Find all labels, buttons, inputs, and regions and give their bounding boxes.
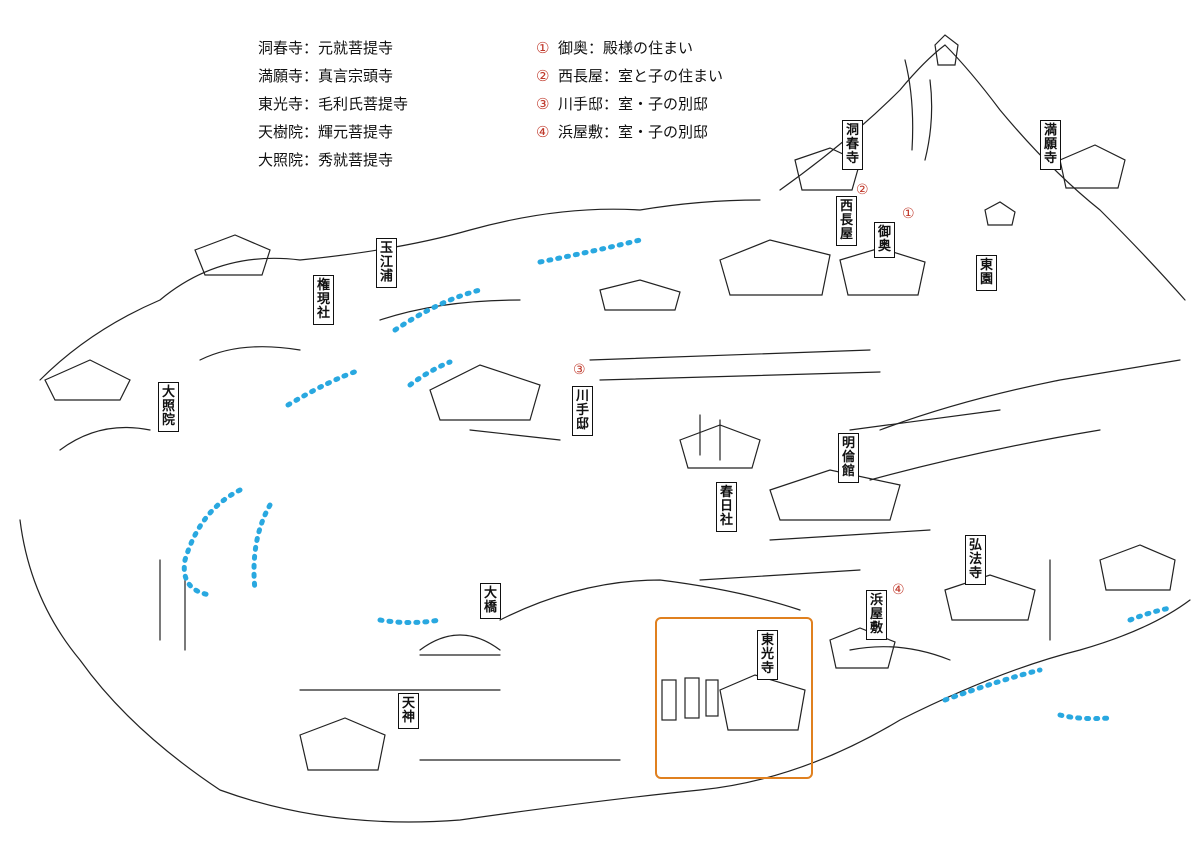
label-ooku: 御奥 bbox=[874, 222, 895, 258]
label-touen: 東園 bbox=[976, 255, 997, 291]
label-gongensha: 権現社 bbox=[313, 275, 334, 325]
legend-item: 東光寺：毛利氏菩提寺 bbox=[258, 95, 409, 113]
legend-item: 大照院：秀就菩提寺 bbox=[258, 151, 394, 169]
label-tenjin: 天神 bbox=[398, 693, 419, 729]
building-sketches bbox=[44, 34, 1176, 771]
label-hamayashiki: 浜屋敷 bbox=[866, 590, 887, 640]
legend-item: 天樹院：輝元菩提寺 bbox=[258, 123, 394, 141]
label-meirinkan: 明倫館 bbox=[838, 433, 859, 483]
river bbox=[181, 237, 1173, 722]
mountain-outline bbox=[779, 44, 1186, 301]
label-toukouji: 東光寺 bbox=[757, 630, 778, 680]
marker-2: ② bbox=[856, 182, 869, 198]
label-kouhouji: 弘法寺 bbox=[965, 535, 986, 585]
label-daishouin: 大照院 bbox=[158, 382, 179, 432]
label-oohashi: 大橋 bbox=[480, 583, 501, 619]
label-kasugasha: 春日社 bbox=[716, 482, 737, 532]
marker-3: ③ bbox=[573, 362, 586, 378]
label-kawatetei: 川手邸 bbox=[572, 386, 593, 436]
label-tamaeura: 玉江浦 bbox=[376, 238, 397, 288]
legend-item: 洞春寺：元就菩提寺 bbox=[258, 39, 394, 57]
label-tousyunji: 洞春寺 bbox=[842, 120, 863, 170]
marker-1: ① bbox=[902, 206, 915, 222]
bridge bbox=[419, 634, 501, 651]
marker-4: ④ bbox=[892, 582, 905, 598]
temple-legend: 洞春寺：元就菩提寺 満願寺：真言宗頭寺 東光寺：毛利氏菩提寺 天樹院：輝元菩提寺… bbox=[258, 34, 408, 174]
toukouji-highlight-box bbox=[655, 617, 813, 779]
label-mangannji: 満願寺 bbox=[1040, 120, 1061, 170]
label-nishinagaya: 西長屋 bbox=[836, 196, 857, 246]
legend-item: 満願寺：真言宗頭寺 bbox=[258, 67, 394, 85]
landscape-outline bbox=[39, 199, 761, 381]
